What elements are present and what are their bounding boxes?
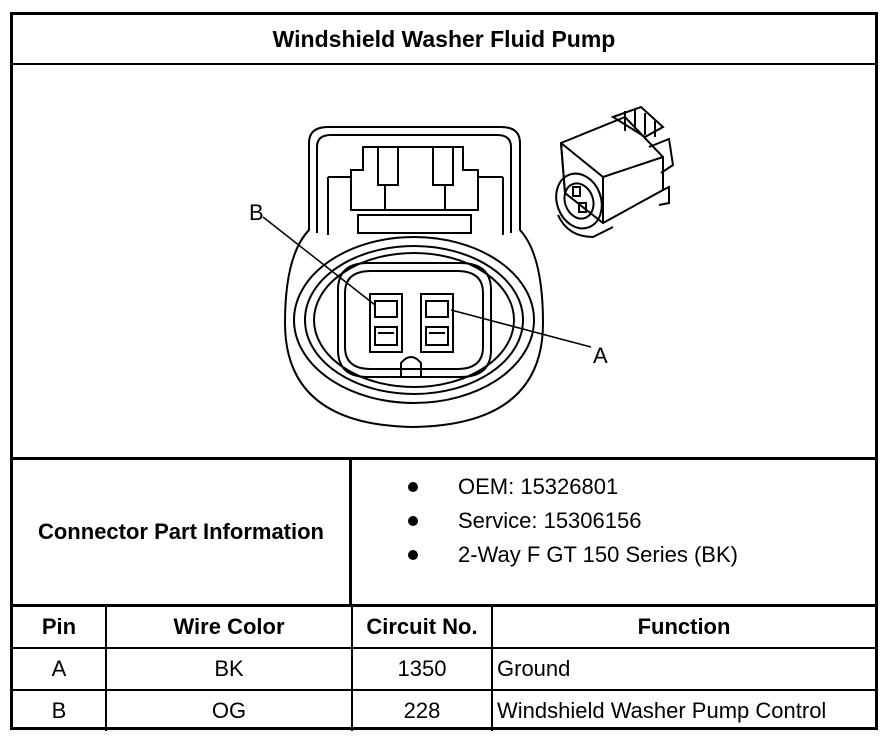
housing-outline — [283, 126, 545, 429]
bullet-icon — [408, 550, 418, 560]
header-wire-color: Wire Color — [105, 607, 353, 649]
header-circuit-no: Circuit No. — [351, 607, 493, 649]
info-item-text: Service: 15306156 — [458, 508, 642, 533]
leader-a — [450, 309, 592, 348]
outer-ring — [293, 236, 535, 404]
connector-face-svg: B A — [249, 105, 675, 429]
housing-inner-outline — [316, 134, 512, 233]
cell-pin: A — [13, 647, 107, 691]
cell-function: Ground — [491, 647, 875, 691]
latch — [350, 146, 479, 211]
connector-isometric-view — [555, 105, 675, 239]
table-row: B OG 228 Windshield Washer Pump Control — [13, 689, 875, 731]
header-function: Function — [491, 607, 875, 649]
table-header-row: Pin Wire Color Circuit No. Function — [13, 607, 875, 649]
pin-label-a: A — [593, 343, 608, 368]
terminal-cavity-wall — [337, 262, 492, 378]
info-item-text: 2-Way F GT 150 Series (BK) — [458, 542, 738, 567]
cell-wire-color: OG — [105, 689, 353, 731]
connector-info-list: OEM: 15326801 Service: 15306156 2-Way F … — [352, 470, 872, 572]
pinout-table: Pin Wire Color Circuit No. Function A BK… — [13, 607, 875, 731]
cell-pin: B — [13, 689, 107, 731]
polarizing-key — [400, 356, 422, 377]
table-row: A BK 1350 Ground — [13, 647, 875, 691]
info-item-text: OEM: 15326801 — [458, 474, 619, 499]
info-item-service: Service: 15306156 — [352, 504, 872, 538]
isometric-face — [555, 172, 603, 230]
cell-circuit-no: 1350 — [351, 647, 493, 691]
cell-circuit-no: 228 — [351, 689, 493, 731]
cell-wire-color: BK — [105, 647, 353, 691]
connector-info-label: Connector Part Information — [13, 460, 352, 604]
page-title: Windshield Washer Fluid Pump — [13, 15, 875, 65]
info-item-oem: OEM: 15326801 — [352, 470, 872, 504]
header-pin: Pin — [13, 607, 107, 649]
info-item-series: 2-Way F GT 150 Series (BK) — [352, 538, 872, 572]
connector-drawing: B A — [13, 65, 875, 457]
bullet-icon — [408, 482, 418, 492]
terminal-a — [420, 293, 454, 353]
cell-function: Windshield Washer Pump Control — [491, 689, 875, 731]
seal-ring — [304, 245, 524, 395]
terminal-b — [369, 293, 403, 353]
bullet-icon — [408, 516, 418, 526]
connector-sheet: Windshield Washer Fluid Pump — [10, 12, 878, 731]
connector-info-section: Connector Part Information OEM: 15326801… — [13, 457, 875, 607]
leader-b — [262, 216, 376, 306]
pin-label-b: B — [249, 200, 264, 225]
